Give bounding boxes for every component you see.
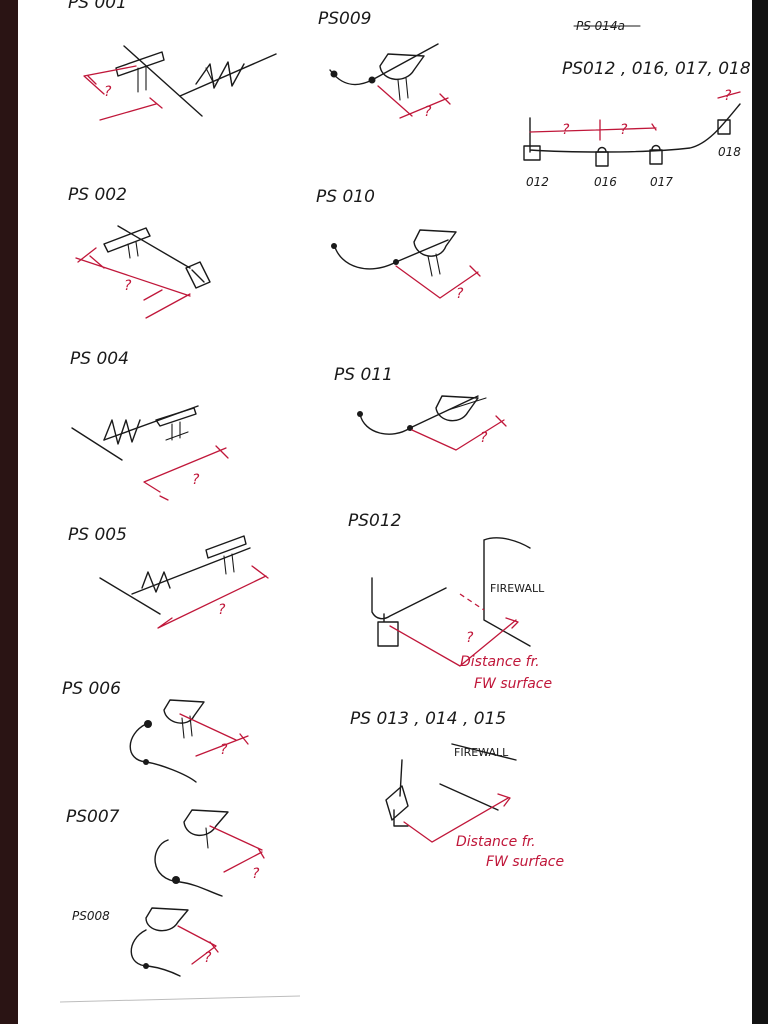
question-mark-span3: ? xyxy=(724,88,732,104)
sketch-ps004: PS 004 ? xyxy=(70,349,229,501)
question-mark-ps012: ? xyxy=(466,630,474,646)
sketch-ps012: PS012 FIREWALL ? Distance fr. FW surface xyxy=(348,511,552,692)
sketch-label-ps001: PS 001 xyxy=(68,0,127,13)
sketch-label-ps002: PS 002 xyxy=(68,185,127,205)
sketch-ps011: PS 011 ? xyxy=(334,365,507,451)
right-page-edge xyxy=(752,0,768,1024)
sketch-label-ps009: PS009 xyxy=(318,9,372,29)
firewall-label-ps013: FIREWALL xyxy=(454,746,509,759)
support-label-017: 017 xyxy=(650,175,673,189)
group-sketch-title: PS012 , 016, 017, 018 xyxy=(562,59,751,79)
sketch-ps006: PS 006 ? xyxy=(62,679,249,783)
question-mark-ps007: ? xyxy=(252,866,260,882)
distance-note-line1-ps013: Distance fr. xyxy=(456,834,536,850)
firewall-label-ps012: FIREWALL xyxy=(490,582,545,595)
sketch-ps013-014-015: PS 013 , 014 , 015 FIREWALL Distance fr.… xyxy=(350,709,564,870)
sketch-label-ps006: PS 006 xyxy=(62,679,121,699)
distance-note-line2-ps012: FW surface xyxy=(474,676,552,692)
sketch-ps008: PS008 ? xyxy=(72,907,219,977)
question-mark-ps002: ? xyxy=(124,278,132,294)
distance-note-line1-ps012: Distance fr. xyxy=(460,654,540,670)
sketch-ps001: PS 001 ? xyxy=(68,0,277,121)
question-mark-ps010: ? xyxy=(456,286,464,302)
sketch-label-ps007: PS007 xyxy=(66,807,120,827)
question-mark-ps006: ? xyxy=(220,742,228,758)
sketch-ps007: PS007 ? xyxy=(66,807,265,897)
question-mark-ps001: ? xyxy=(104,84,112,100)
distance-note-line2-ps013: FW surface xyxy=(486,854,564,870)
sketch-label-ps012: PS012 xyxy=(348,511,402,531)
support-label-012: 012 xyxy=(526,175,549,189)
question-mark-ps004: ? xyxy=(192,472,200,488)
support-label-016: 016 xyxy=(594,175,617,189)
support-label-018: 018 xyxy=(718,145,741,159)
sketch-label-ps008: PS008 xyxy=(72,909,110,923)
question-mark-ps005: ? xyxy=(218,602,226,618)
sketch-ps012-016-017-018: PS 014a PS012 , 016, 017, 018 ? ? ? 012 … xyxy=(523,19,751,189)
sketch-ps002: PS 002 ? xyxy=(68,185,211,319)
question-mark-ps008: ? xyxy=(204,950,212,966)
sketch-ps009: PS009 ? xyxy=(318,9,451,120)
left-binding-edge xyxy=(0,0,18,1024)
sketch-label-ps005: PS 005 xyxy=(68,525,127,545)
sketch-label-ps013: PS 013 , 014 , 015 xyxy=(350,709,506,729)
question-mark-ps011: ? xyxy=(480,430,488,446)
page-bottom-edge xyxy=(59,995,301,1003)
question-mark-span2: ? xyxy=(620,122,628,138)
sketch-label-ps010: PS 010 xyxy=(316,187,375,207)
sketch-label-ps011: PS 011 xyxy=(334,365,393,385)
sketch-ps005: PS 005 ? xyxy=(68,525,269,629)
question-mark-span1: ? xyxy=(562,122,570,138)
question-mark-ps009: ? xyxy=(424,104,432,120)
sketch-label-ps004: PS 004 xyxy=(70,349,129,369)
sketch-ps010: PS 010 ? xyxy=(316,187,481,302)
